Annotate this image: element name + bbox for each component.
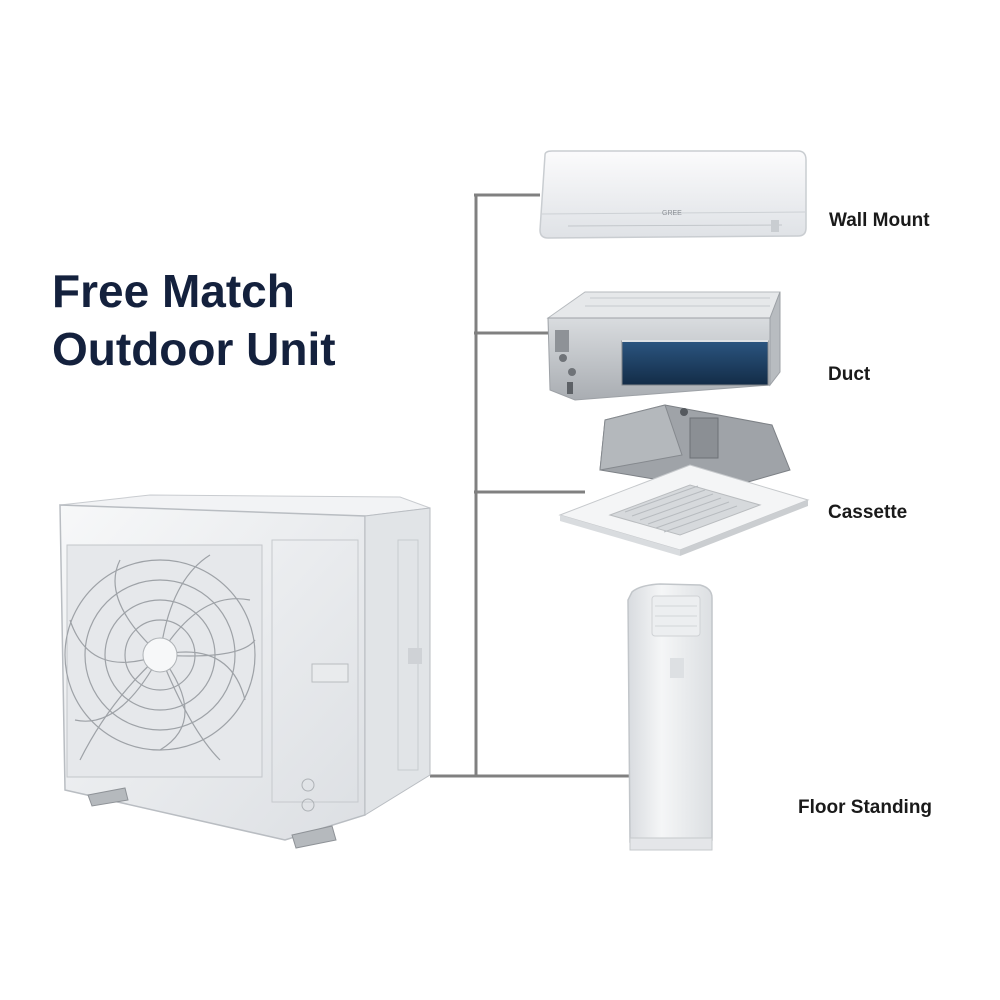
label-cassette: Cassette [828,502,908,523]
page-title: Free Match Outdoor Unit [52,262,336,378]
label-duct: Duct [828,364,871,385]
title-line-1: Free Match [52,265,295,317]
pipe-lines [430,193,630,778]
title-line-2: Outdoor Unit [52,323,336,375]
outdoor-unit [58,494,431,849]
duct-unit [546,291,781,401]
cassette-unit [558,404,810,556]
label-wall-mount: Wall Mount [829,210,930,231]
floor-standing-unit [627,583,713,851]
wall-mount-unit: GREE [539,150,807,239]
label-floor-standing: Floor Standing [798,797,933,818]
wall-mount-brand-logo: GREE [662,210,682,217]
